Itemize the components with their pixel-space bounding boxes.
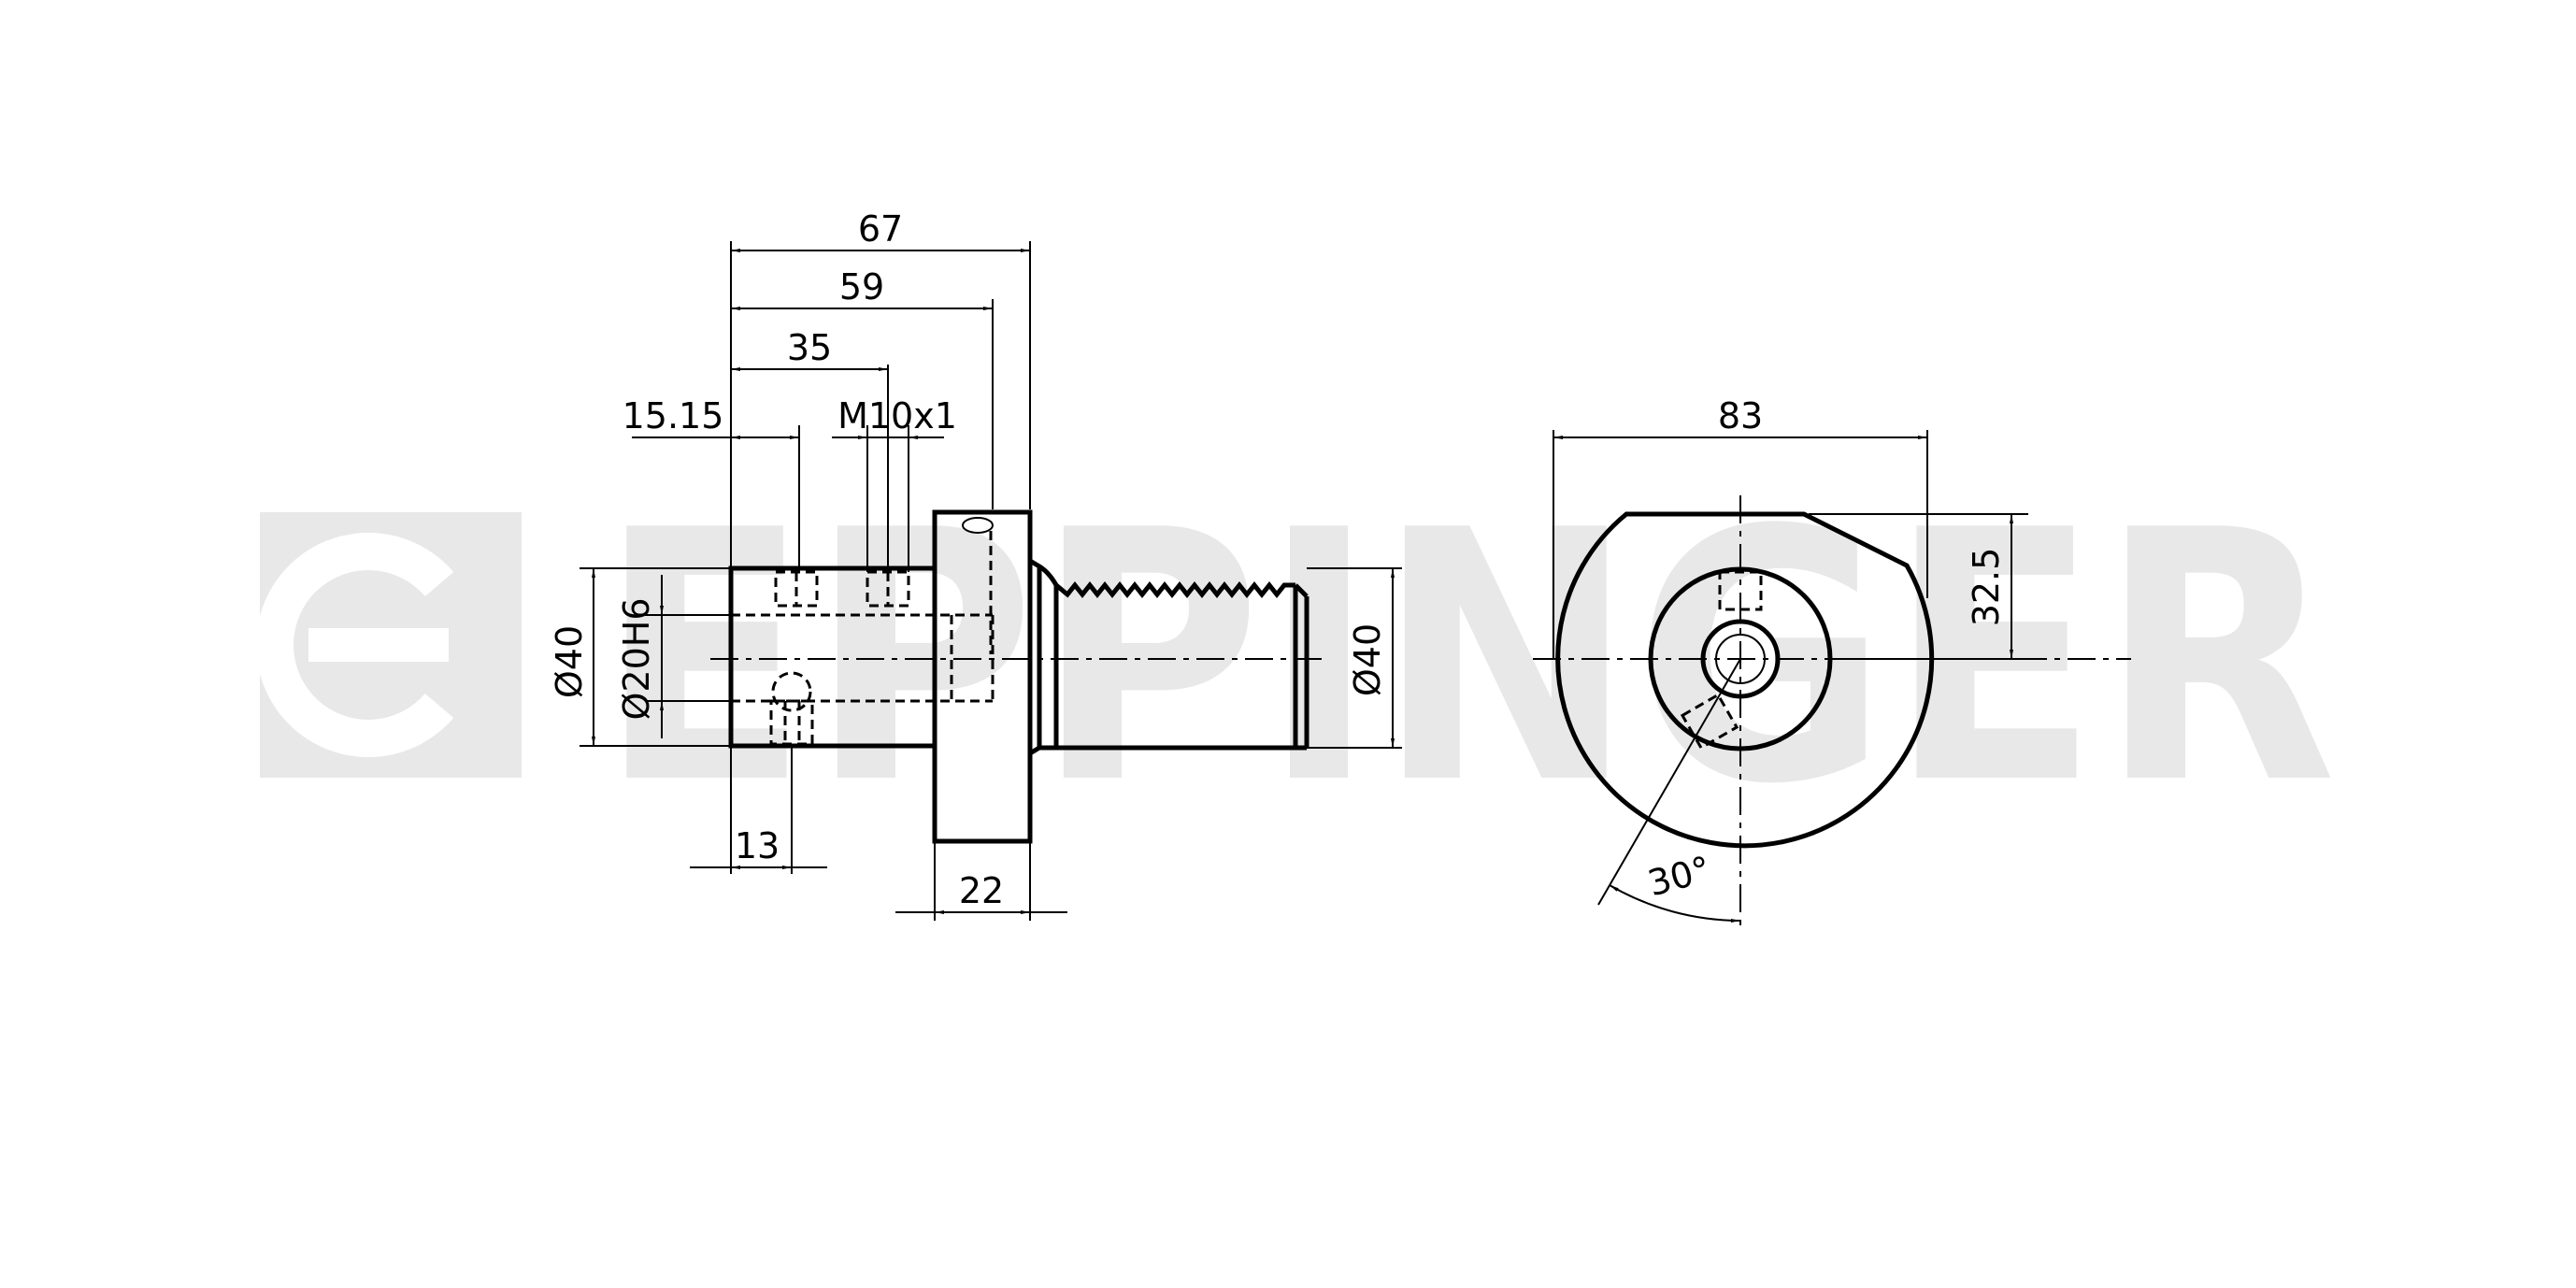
dim-bottom-hole: 13 bbox=[735, 825, 780, 866]
dim-front-width: 83 bbox=[1718, 395, 1763, 436]
dim-flange-width: 22 bbox=[959, 870, 1004, 911]
side-view: 67 59 35 15.15 M10x1 Ø40 Ø20H6 Ø40 13 bbox=[549, 208, 1402, 921]
dim-length-to-flange: 59 bbox=[839, 266, 884, 308]
dim-first-hole: 15.15 bbox=[623, 395, 724, 436]
dim-overall-length: 67 bbox=[858, 208, 903, 250]
dim-thread-position: 35 bbox=[787, 327, 832, 368]
dim-shank-diameter: Ø40 bbox=[1347, 623, 1388, 696]
dim-thread-spec: M10x1 bbox=[837, 395, 957, 436]
dim-offset-height: 32.5 bbox=[1966, 548, 2007, 627]
dim-arc-30 bbox=[1609, 884, 1741, 923]
dim-bore-diameter: Ø20H6 bbox=[616, 597, 657, 720]
eppinger-logo-icon bbox=[256, 533, 454, 757]
dim-outer-diameter: Ø40 bbox=[549, 625, 590, 698]
